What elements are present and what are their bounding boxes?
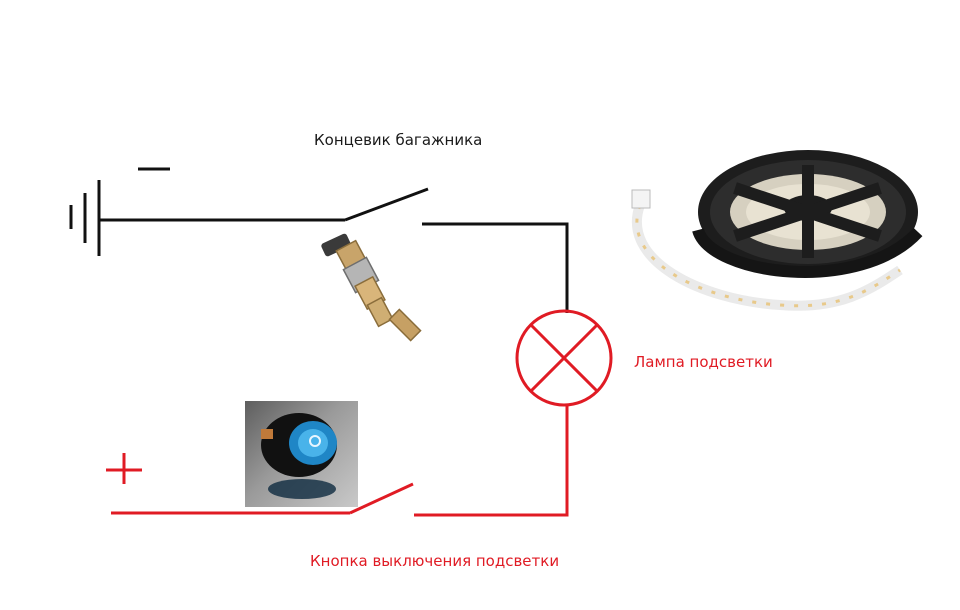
plus-sign — [106, 453, 142, 484]
led-strip-reel-photo — [631, 150, 923, 311]
button-contact — [349, 482, 414, 515]
limit-switch-to-lamp-wire — [422, 222, 569, 313]
button-to-lamp-wire — [414, 405, 569, 517]
positive-circuit — [106, 309, 613, 517]
button-label: Кнопка выключения подсветки — [310, 552, 560, 570]
limit-switch-contact — [344, 187, 429, 222]
lamp-symbol-icon — [515, 309, 613, 407]
limit-switch-label: Концевик багажника — [314, 131, 483, 149]
rocker-button-photo — [245, 401, 358, 507]
negative-circuit — [69, 167, 569, 313]
ground-symbol-icon — [69, 180, 101, 256]
limit-switch-photo — [321, 233, 422, 342]
lamp-label: Лампа подсветки — [634, 353, 773, 371]
